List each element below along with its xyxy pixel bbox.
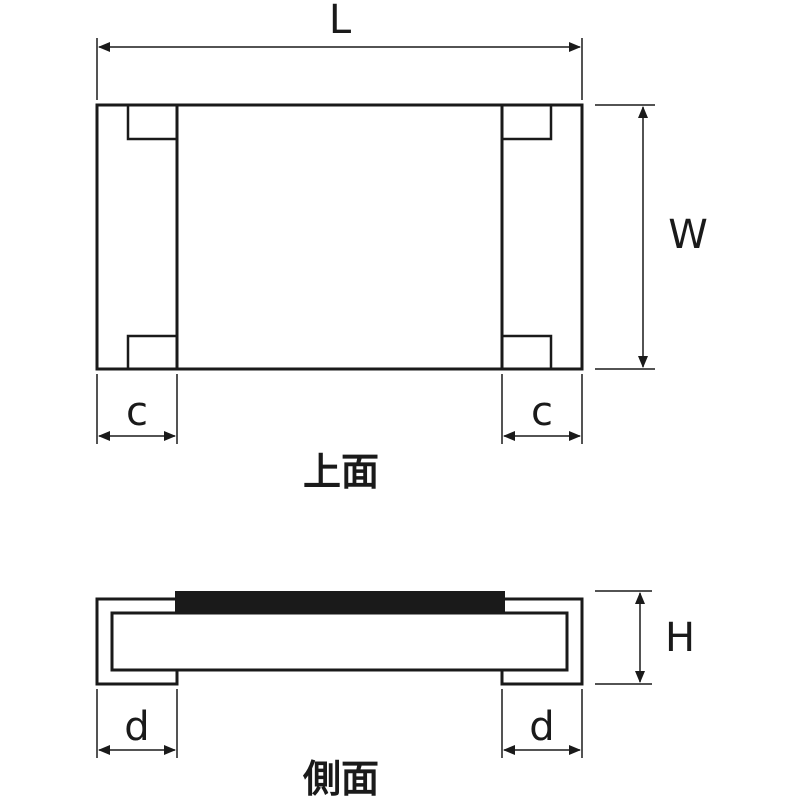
left-electrode: [95, 597, 179, 686]
right-electrode: [500, 597, 584, 686]
side-view: H d d 側面: [95, 590, 695, 800]
h-label: H: [665, 615, 695, 661]
top-body-outline: [95, 103, 584, 371]
pad-bottom-right: [500, 334, 553, 371]
pad-top-left: [126, 103, 179, 141]
side-view-caption: 側面: [302, 757, 379, 800]
c-left-label: c: [126, 389, 148, 435]
l-label: L: [329, 0, 352, 43]
top-view-caption: 上面: [303, 450, 379, 494]
w-label: W: [668, 212, 708, 258]
resistive-film: [175, 591, 505, 613]
c-right-label: c: [531, 389, 553, 435]
top-view: L W c c 上面: [95, 0, 708, 494]
pad-bottom-left: [126, 334, 179, 371]
d-right-label: d: [529, 704, 554, 750]
d-left-label: d: [124, 704, 149, 750]
pad-top-right: [500, 103, 553, 141]
ceramic-substrate: [110, 611, 569, 672]
